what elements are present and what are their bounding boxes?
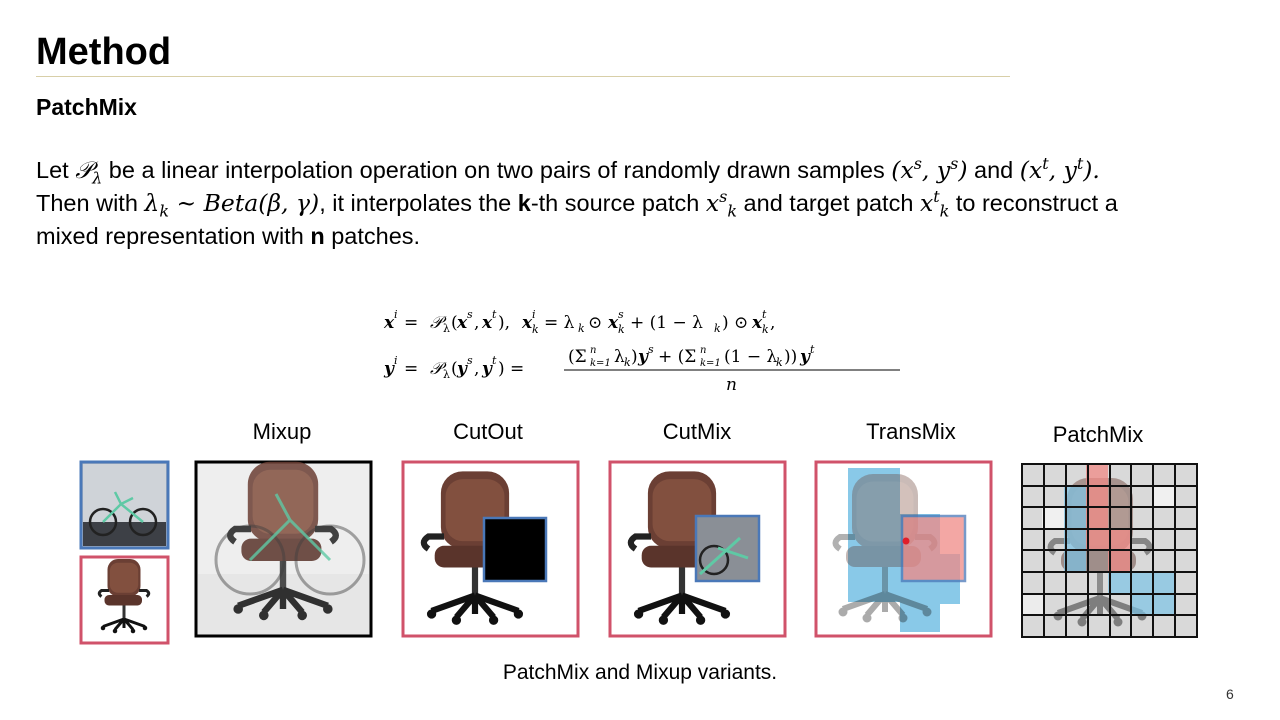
svg-text:k: k [578, 322, 585, 335]
svg-text:k: k [532, 323, 539, 336]
mixup-image [194, 462, 373, 638]
transmix-image [814, 460, 993, 638]
svg-text:(1 − λ: (1 − λ [724, 347, 778, 367]
svg-text:t: t [810, 343, 815, 356]
svg-text:+ (1 − λ: + (1 − λ [630, 313, 703, 333]
svg-text:),: ), [498, 313, 510, 333]
figure-caption: PatchMix and Mixup variants. [502, 661, 778, 684]
source-pair: (xs, ys) [891, 154, 968, 184]
svg-text:y: y [383, 359, 395, 379]
body-line-2: Then with λk ~ Beta(β, γ), it interpolat… [36, 187, 1118, 221]
body-line-1: Let 𝒫λ be a linear interpolation operati… [36, 154, 1100, 188]
slide-title: Method [36, 31, 172, 73]
svg-text:n: n [700, 345, 706, 356]
svg-text:+ (Σ: + (Σ [658, 347, 696, 367]
body-line-3: mixed representation with n patches. [36, 223, 421, 249]
svg-text:s: s [648, 343, 654, 356]
target-image-chair [79, 555, 170, 645]
svg-text:i: i [394, 354, 398, 367]
source-image-bicycle [79, 460, 170, 550]
equation-2: y i = 𝒫 λ ( y s , y t ) = (Σ n k=1 λ k )… [383, 343, 900, 395]
svg-text:=: = [404, 313, 418, 333]
svg-text:= λ: = λ [544, 313, 575, 333]
svg-text:,: , [770, 313, 775, 333]
svg-text:) ⊙: ) ⊙ [722, 313, 748, 333]
target-patch-symbol: xtk [919, 187, 950, 221]
svg-text:,: , [474, 359, 479, 379]
cutmix-image [608, 460, 787, 638]
svg-text:x: x [607, 313, 619, 333]
label-patchmix: PatchMix [1052, 422, 1144, 447]
body-paragraph: Let 𝒫λ be a linear interpolation operati… [36, 154, 1251, 253]
svg-text:(Σ: (Σ [568, 347, 587, 367]
svg-text:y: y [637, 347, 649, 367]
label-cutmix: CutMix [662, 419, 732, 444]
svg-text:k: k [762, 323, 769, 336]
label-cutout: CutOut [453, 419, 523, 444]
svg-text:n: n [726, 375, 737, 395]
equations-svg: x i = 𝒫 λ ( x s , x t ), x i k = λ k ⊙ x… [383, 308, 900, 395]
svg-text:k: k [714, 322, 721, 335]
page-number: 6 [1226, 686, 1234, 702]
svg-text:x: x [383, 313, 395, 333]
svg-text:k: k [618, 323, 625, 336]
svg-text:i: i [394, 308, 398, 321]
svg-text:k: k [776, 356, 783, 369]
title-divider [36, 76, 1010, 77]
lambda-symbol: λk [144, 189, 170, 221]
svg-text:λ: λ [614, 347, 625, 367]
svg-text:n: n [590, 345, 596, 356]
patchmix-image [1021, 463, 1198, 638]
svg-text:λ: λ [443, 322, 450, 335]
svg-text:i: i [532, 308, 536, 321]
equation-block: x i = 𝒫 λ ( x s , x t ), x i k = λ k ⊙ x… [380, 302, 940, 398]
svg-text:x: x [456, 313, 468, 333]
label-mixup: Mixup [252, 419, 312, 444]
svg-text:): ) [631, 347, 638, 367]
svg-text:(: ( [451, 359, 458, 379]
section-heading: PatchMix [36, 94, 137, 120]
beta-distribution: ~ Beta(β, γ) [169, 189, 320, 217]
label-transmix: TransMix [866, 419, 956, 444]
svg-text:x: x [481, 313, 493, 333]
svg-text:(: ( [451, 313, 458, 333]
svg-text:s: s [467, 308, 473, 321]
svg-text:y: y [456, 359, 468, 379]
svg-text:t: t [492, 308, 497, 321]
svg-text:⊙: ⊙ [588, 313, 602, 333]
svg-text:k: k [624, 356, 631, 369]
svg-text:s: s [618, 308, 624, 321]
svg-text:x: x [521, 313, 533, 333]
target-pair: (xt, yt). [1019, 154, 1100, 184]
svg-text:y: y [799, 347, 811, 367]
svg-text:=: = [404, 359, 418, 379]
svg-text:k=1: k=1 [700, 358, 721, 369]
svg-text:s: s [467, 354, 473, 367]
svg-text:y: y [481, 359, 493, 379]
equation-1: x i = 𝒫 λ ( x s , x t ), x i k = λ k ⊙ x… [383, 308, 775, 336]
svg-text:t: t [762, 308, 767, 321]
svg-text:k=1: k=1 [590, 358, 611, 369]
source-patch-symbol: xsk [705, 187, 738, 221]
interp-operator-symbol: 𝒫λ [75, 156, 103, 188]
svg-text:) =: ) = [498, 359, 524, 379]
svg-text:x: x [751, 313, 763, 333]
svg-text:λ: λ [443, 368, 450, 381]
cutout-image [401, 460, 580, 638]
svg-text:,: , [474, 313, 479, 333]
svg-text:t: t [492, 354, 497, 367]
svg-text:)): )) [784, 347, 797, 367]
